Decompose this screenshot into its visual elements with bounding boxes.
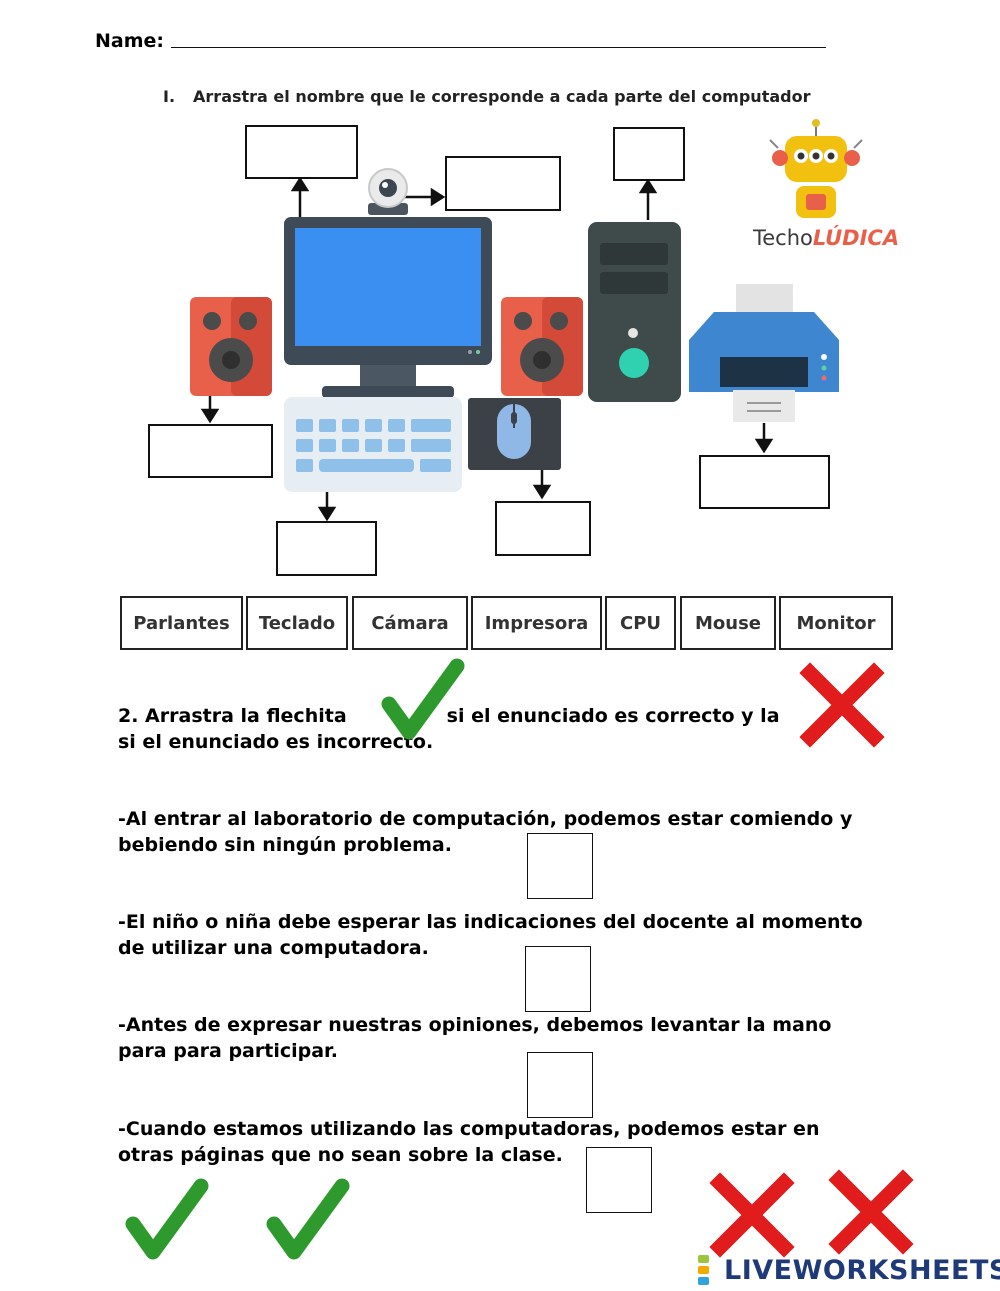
- cpu-tower-icon: [588, 222, 681, 402]
- section1-instruction: I. Arrastra el nombre que le corresponde …: [163, 87, 810, 106]
- section1-text: Arrastra el nombre que le corresponde a …: [193, 87, 811, 106]
- word-teclado[interactable]: Teclado: [246, 596, 348, 650]
- left-speaker-icon: [190, 297, 272, 396]
- techoludica-logo: TechoLÚDICA: [753, 226, 899, 250]
- robot-mascot-icon: [769, 119, 863, 218]
- section2-text-part1: 2. Arrastra la flechita: [118, 705, 347, 727]
- drop-box-speaker[interactable]: [148, 424, 273, 478]
- section2-text-part3: si el enunciado es incorrecto.: [118, 731, 434, 753]
- brand-part1: Techo: [753, 226, 813, 250]
- cross-icon: [799, 662, 885, 748]
- logo-text: LIVEWORKSHEETS: [724, 1254, 1000, 1286]
- statement-2: -El niño o niña debe esperar las indicac…: [118, 909, 908, 961]
- statement-3-line1: -Antes de expresar nuestras opiniones, d…: [118, 1014, 832, 1036]
- answer-box-4[interactable]: [586, 1147, 652, 1213]
- statement-2-line1: -El niño o niña debe esperar las indicac…: [118, 911, 863, 933]
- webcam-icon: [368, 168, 408, 215]
- word-camara[interactable]: Cámara: [352, 596, 468, 650]
- word-monitor[interactable]: Monitor: [779, 596, 893, 650]
- answer-box-3[interactable]: [527, 1052, 593, 1118]
- drop-box-camera-top[interactable]: [245, 125, 358, 179]
- section2-instruction: 2. Arrastra la flechita si el enunciado e…: [118, 703, 918, 755]
- statement-1-line1: -Al entrar al laboratorio de computación…: [118, 808, 853, 830]
- drop-box-mouse[interactable]: [495, 501, 591, 556]
- drop-box-keyboard[interactable]: [276, 521, 377, 576]
- statement-4: -Cuando estamos utilizando las computado…: [118, 1116, 908, 1168]
- drop-box-webcam[interactable]: [445, 156, 561, 211]
- monitor-icon: [284, 217, 492, 398]
- word-cpu[interactable]: CPU: [605, 596, 676, 650]
- name-label: Name:: [95, 30, 165, 52]
- word-mouse[interactable]: Mouse: [680, 596, 776, 650]
- printer-icon: [689, 284, 839, 422]
- brand-part2: LÚDICA: [812, 226, 900, 250]
- drop-box-cpu[interactable]: [613, 127, 685, 181]
- draggable-check-icon[interactable]: [125, 1178, 209, 1260]
- word-impresora[interactable]: Impresora: [471, 596, 602, 650]
- draggable-check-icon[interactable]: [266, 1178, 350, 1260]
- answer-box-2[interactable]: [525, 946, 591, 1012]
- answer-box-1[interactable]: [527, 833, 593, 899]
- name-line: [171, 47, 826, 48]
- draggable-cross-icon[interactable]: [709, 1172, 795, 1258]
- section1-number: I.: [163, 87, 176, 106]
- keyboard-icon: [284, 397, 462, 492]
- statement-4-line1: -Cuando estamos utilizando las computado…: [118, 1118, 820, 1140]
- drop-box-printer[interactable]: [699, 455, 830, 509]
- computer-illustration: [190, 119, 863, 522]
- liveworksheets-mark-icon: [698, 1255, 720, 1285]
- liveworksheets-logo: LIVEWORKSHEETS: [698, 1253, 1000, 1287]
- section2-text-part2: si el enunciado es correcto y la: [446, 705, 780, 727]
- right-speaker-icon: [501, 297, 583, 396]
- word-parlantes[interactable]: Parlantes: [120, 596, 243, 650]
- draggable-cross-icon[interactable]: [828, 1169, 914, 1255]
- check-icon: [381, 658, 465, 740]
- statement-2-line2: de utilizar una computadora.: [118, 937, 429, 959]
- statement-4-line2: otras páginas que no sean sobre la clase…: [118, 1144, 563, 1166]
- statement-3: -Antes de expresar nuestras opiniones, d…: [118, 1012, 908, 1064]
- mouse-icon: [468, 398, 561, 470]
- statement-1-line2: bebiendo sin ningún problema.: [118, 834, 452, 856]
- statement-1: -Al entrar al laboratorio de computación…: [118, 806, 908, 858]
- statement-3-line2: para para participar.: [118, 1040, 338, 1062]
